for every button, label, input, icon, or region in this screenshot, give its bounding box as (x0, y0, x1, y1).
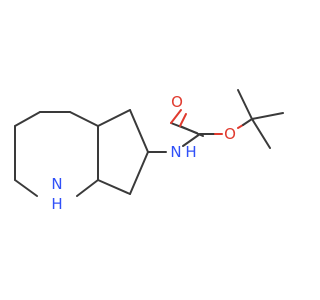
piperidine-ring (14, 111, 99, 197)
bond (237, 89, 253, 120)
ring-nitrogen-label: N (51, 175, 62, 193)
structure-canvas: N H N H O O (14, 89, 284, 213)
bond (251, 118, 271, 149)
ring-nitrogen-hydrogen-label: H (51, 195, 62, 213)
bond (170, 109, 182, 124)
bond (251, 112, 284, 120)
bond (242, 118, 253, 126)
bond (97, 109, 131, 127)
carbamate-nitrogen-label: N (170, 143, 181, 161)
bond (97, 179, 131, 195)
tert-butyl-group (237, 89, 284, 149)
bond (14, 111, 41, 127)
bond (14, 179, 38, 197)
bond (182, 133, 201, 147)
carbamate-nitrogen-hydrogen-label: H (185, 143, 196, 161)
ring-nh-group: N H (51, 175, 62, 213)
bond (129, 151, 149, 195)
ester-oxygen-label: O (224, 125, 236, 143)
molecule-diagram: N H N H O O (14, 89, 284, 213)
bond (129, 109, 149, 153)
bond (76, 179, 99, 197)
carbonyl-oxygen-label: O (171, 93, 183, 111)
bond (179, 113, 187, 127)
bond (69, 111, 99, 127)
cyclopentane-ring (97, 109, 149, 195)
carbamate-group: N H O O (147, 93, 253, 161)
